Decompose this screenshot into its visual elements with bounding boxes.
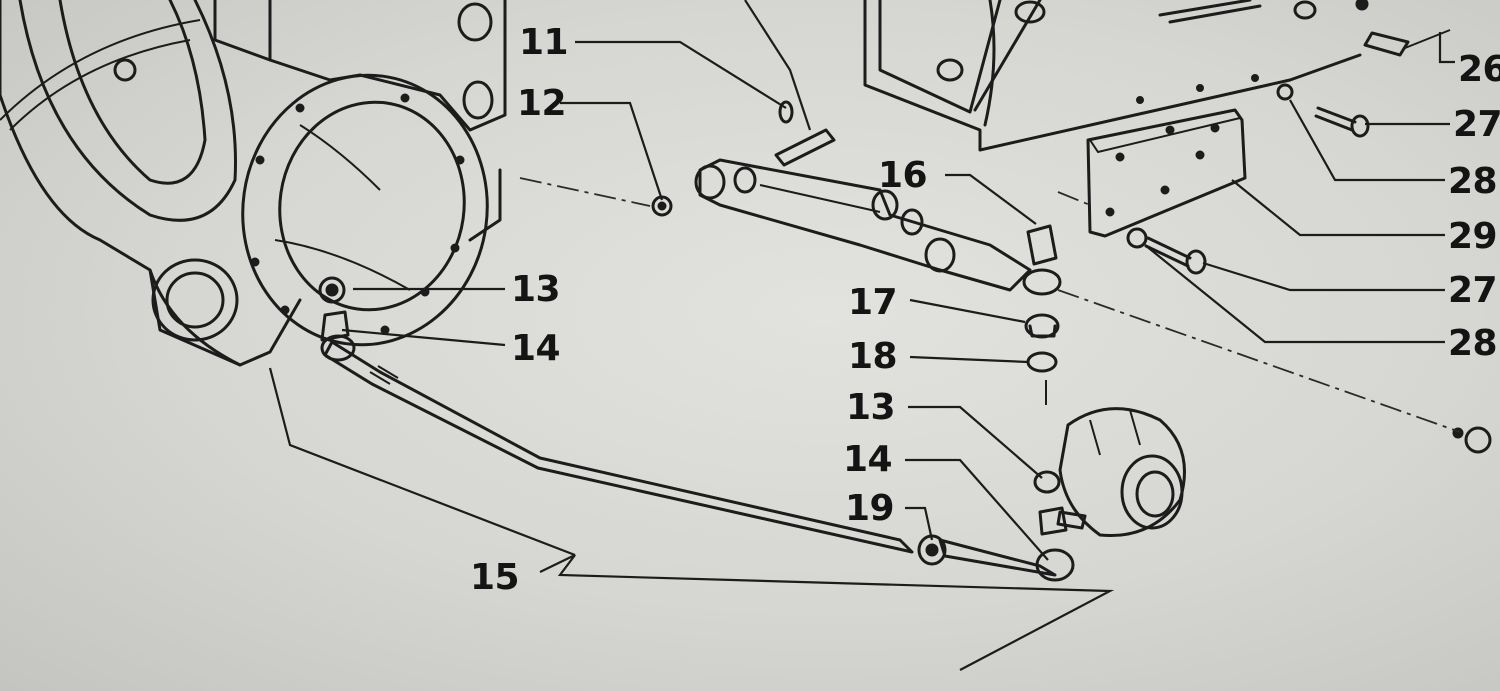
callout-14: 14: [511, 328, 561, 369]
callout-28: 28: [1448, 161, 1498, 202]
bolt-27-lower: [1126, 227, 1207, 275]
callout-13: 13: [511, 269, 561, 310]
callout-29: 29: [1448, 216, 1498, 257]
callout-11: 11: [519, 22, 569, 63]
center-lines: [519, 177, 1461, 433]
callout-28b: 28: [1448, 323, 1498, 364]
callout-26: 26: [1458, 49, 1500, 90]
steering-knuckle: [1056, 407, 1492, 538]
engine-housing: [0, 0, 507, 367]
callout-19: 19: [845, 488, 895, 529]
bolt-27-upper: [1276, 83, 1370, 138]
pin-stack: [1022, 224, 1062, 405]
mounting-plate: [1086, 108, 1247, 238]
leader-lines: [268, 0, 1455, 671]
callout-18: 18: [848, 336, 898, 377]
callout-12: 12: [517, 83, 567, 124]
callout-27b: 27: [1448, 270, 1498, 311]
callout-16: 16: [878, 155, 928, 196]
callout-27: 27: [1453, 104, 1500, 145]
callout-15: 15: [470, 557, 520, 598]
callout-14b: 14: [843, 439, 893, 480]
callout-13b: 13: [846, 387, 896, 428]
upper-bracket: [863, 0, 1451, 152]
steering-cylinder: [651, 100, 1032, 292]
callout-17: 17: [848, 282, 898, 323]
tie-rod-assembly: [318, 276, 1075, 582]
